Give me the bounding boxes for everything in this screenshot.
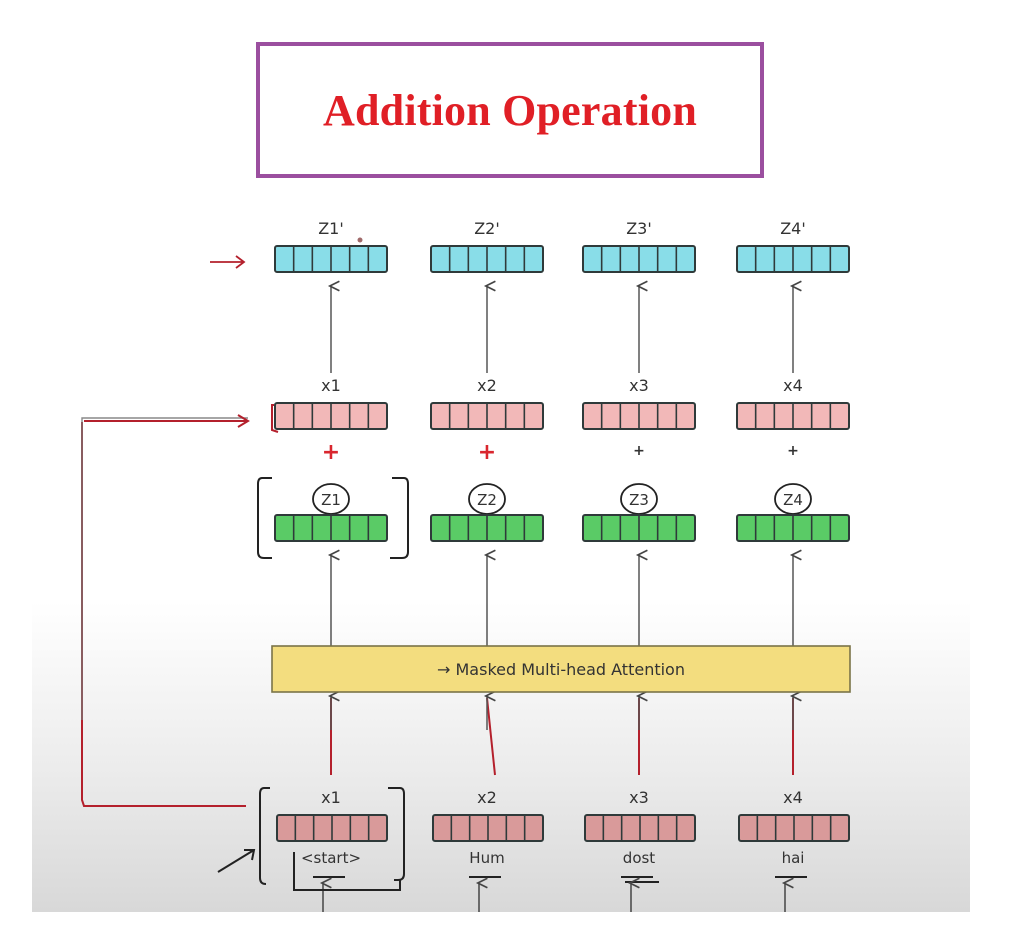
skip-connection-arrow-icon [84, 414, 250, 428]
attention-vector-1 [274, 514, 388, 542]
attention-label: Z3 [629, 491, 649, 509]
attention-block-label: → Masked Multi-head Attention [437, 660, 685, 679]
attention-label: Z4 [783, 491, 803, 509]
output-label: Z4' [780, 219, 806, 238]
input-label: x4 [783, 788, 803, 807]
output-vector-2 [430, 245, 544, 273]
title-box: Addition Operation [256, 42, 764, 178]
annotation-dot [357, 237, 363, 243]
skip-connection-line [81, 422, 246, 807]
output-vector-1 [274, 245, 388, 273]
output-vector-3 [582, 245, 696, 273]
residual-highlight-mark [271, 404, 279, 433]
attention-vector-4 [736, 514, 850, 542]
input-label: x3 [629, 788, 649, 807]
output-vector-4 [736, 245, 850, 273]
residual-vector-2 [430, 402, 544, 430]
bracket-bottom [293, 852, 401, 891]
pointer-arrow-icon [217, 849, 256, 873]
bracket-left [257, 477, 272, 559]
residual-label: x2 [477, 376, 497, 395]
plus-icon: + [322, 440, 340, 465]
bracket-right [390, 477, 409, 559]
page-title: Addition Operation [323, 85, 697, 135]
input-vector-2 [432, 814, 544, 842]
attention-label: Z2 [477, 491, 497, 509]
output-label: Z3' [626, 219, 652, 238]
token-word: <start> [301, 849, 361, 867]
input-label: x1 [321, 788, 341, 807]
bracket-right [388, 787, 405, 881]
attention-vector-2 [430, 514, 544, 542]
residual-vector-4 [736, 402, 850, 430]
attention-block [271, 645, 851, 693]
output-label: Z2' [474, 219, 500, 238]
input-vector-1 [276, 814, 388, 842]
residual-label: x3 [629, 376, 649, 395]
input-label: x2 [477, 788, 497, 807]
plus-icon: + [787, 443, 799, 459]
token-word: Hum [469, 849, 504, 867]
attention-label: Z1 [321, 491, 341, 509]
red-input-stroke [486, 697, 496, 776]
input-vector-3 [584, 814, 696, 842]
skip-connection-line-gray [81, 417, 248, 422]
bracket-left [259, 787, 270, 885]
attention-vector-3 [582, 514, 696, 542]
plus-icon: + [633, 443, 645, 459]
residual-vector-3 [582, 402, 696, 430]
input-vector-4 [738, 814, 850, 842]
output-label: Z1' [318, 219, 344, 238]
residual-label: x4 [783, 376, 803, 395]
output-pointer-arrow-icon [210, 255, 246, 269]
residual-vector-1 [274, 402, 388, 430]
residual-label: x1 [321, 376, 341, 395]
token-word: hai [782, 849, 805, 867]
token-word: dost [623, 849, 656, 867]
plus-icon: + [478, 440, 496, 465]
